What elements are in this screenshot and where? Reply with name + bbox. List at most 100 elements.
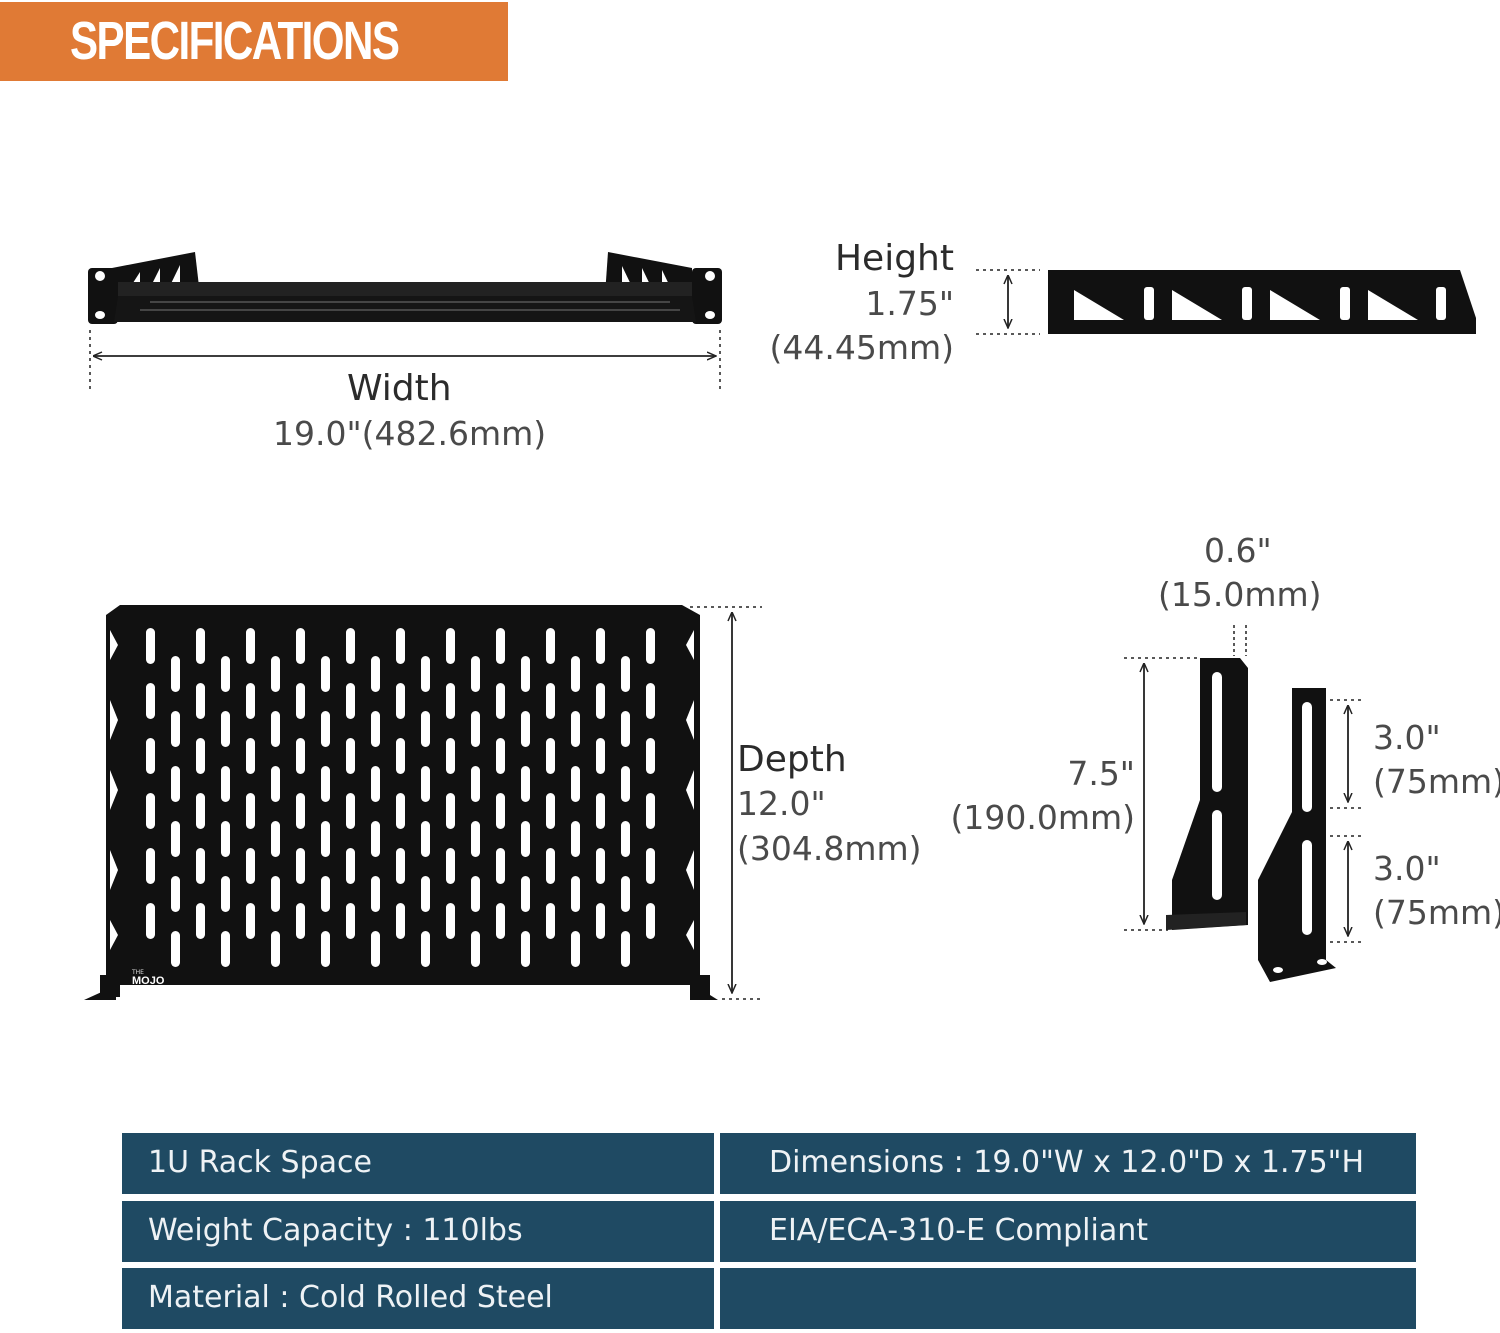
logo-brand: MOJO xyxy=(132,975,165,987)
spec-text: Material : Cold Rolled Steel xyxy=(148,1280,553,1315)
vent-slot xyxy=(596,738,605,774)
vent-slot xyxy=(246,683,255,719)
height-label: Height xyxy=(834,238,954,279)
vent-slot xyxy=(521,821,530,857)
vent-slot xyxy=(196,903,205,939)
spec-text: Weight Capacity : 110lbs xyxy=(148,1213,523,1248)
vent-slot xyxy=(246,628,255,664)
vent-slot xyxy=(321,766,330,802)
vent-slot xyxy=(246,738,255,774)
depth-label: Depth xyxy=(737,739,847,780)
vent-slot xyxy=(646,683,655,719)
vent-slot xyxy=(496,628,505,664)
vent-slot xyxy=(621,766,630,802)
vent-slot xyxy=(621,821,630,857)
vent-slot xyxy=(221,931,230,967)
vent-slot xyxy=(171,821,180,857)
vent-slot xyxy=(196,848,205,884)
vent-slot xyxy=(271,711,280,747)
vent-slot xyxy=(171,931,180,967)
bracket-thickness-in: 0.6" xyxy=(1204,531,1272,570)
vent-slot xyxy=(321,876,330,912)
vent-slot xyxy=(396,793,405,829)
vent-slot xyxy=(396,848,405,884)
vent-slot xyxy=(471,876,480,912)
vent-slot xyxy=(296,683,305,719)
vent-slot xyxy=(296,848,305,884)
depth-value-in: 12.0" xyxy=(737,784,826,823)
vent-slot xyxy=(271,656,280,692)
vent-slot xyxy=(196,628,205,664)
vent-slot xyxy=(321,821,330,857)
vent-slot xyxy=(571,876,580,912)
bracket-height-in: 7.5" xyxy=(1067,754,1135,793)
vent-slot xyxy=(271,821,280,857)
vent-slot xyxy=(596,848,605,884)
vent-slot xyxy=(171,766,180,802)
vent-slot xyxy=(221,876,230,912)
slot-upper-mm: (75mm) xyxy=(1373,762,1500,801)
spec-cell: Weight Capacity : 110lbs xyxy=(122,1201,714,1262)
vent-slot xyxy=(521,766,530,802)
vent-slot xyxy=(546,903,555,939)
vent-slot xyxy=(246,903,255,939)
vent-slot xyxy=(346,793,355,829)
vent-slot xyxy=(421,711,430,747)
depth-value-mm: (304.8mm) xyxy=(737,829,922,868)
width-label: Width xyxy=(347,368,452,409)
mojo-logo: THE MOJO xyxy=(132,970,164,987)
shelf-top-view xyxy=(84,605,718,1000)
spec-cell xyxy=(720,1268,1416,1329)
vent-slot xyxy=(396,903,405,939)
vent-slot xyxy=(296,903,305,939)
vent-slot xyxy=(421,931,430,967)
vent-slot xyxy=(421,821,430,857)
spec-text: Dimensions : 19.0"W x 12.0"D x 1.75"H xyxy=(769,1145,1365,1180)
vent-slot xyxy=(496,683,505,719)
vent-slot xyxy=(496,848,505,884)
vent-slot xyxy=(246,848,255,884)
vent-slot xyxy=(496,793,505,829)
vent-slot xyxy=(471,766,480,802)
vent-slot xyxy=(546,848,555,884)
vent-slot xyxy=(596,683,605,719)
vent-slot xyxy=(346,683,355,719)
vent-slot xyxy=(596,628,605,664)
vent-slot xyxy=(346,848,355,884)
vent-slot xyxy=(471,656,480,692)
vent-slot xyxy=(146,683,155,719)
vent-slot xyxy=(446,738,455,774)
vent-slot xyxy=(146,848,155,884)
spec-text: 1U Rack Space xyxy=(148,1145,372,1180)
vent-slot xyxy=(621,711,630,747)
vent-slot xyxy=(346,903,355,939)
vent-slot xyxy=(246,793,255,829)
vent-slot xyxy=(146,903,155,939)
vent-slot xyxy=(446,848,455,884)
vent-slot xyxy=(371,821,380,857)
height-value-mm: (44.45mm) xyxy=(769,328,954,367)
bracket-height-mm: (190.0mm) xyxy=(950,798,1135,837)
specifications-banner: SPECIFICATIONS xyxy=(0,2,508,81)
height-value-in: 1.75" xyxy=(865,284,954,323)
vent-slot xyxy=(521,876,530,912)
vent-slot xyxy=(471,931,480,967)
slot-upper-in: 3.0" xyxy=(1373,718,1441,757)
vent-slot xyxy=(646,628,655,664)
vent-slot xyxy=(171,711,180,747)
vent-slot xyxy=(596,793,605,829)
vent-slot xyxy=(571,711,580,747)
vent-slot xyxy=(646,738,655,774)
vent-slot xyxy=(221,766,230,802)
vent-slot xyxy=(146,793,155,829)
vent-slot xyxy=(171,656,180,692)
width-value: 19.0"(482.6mm) xyxy=(273,414,547,453)
mounting-brackets xyxy=(1166,658,1336,982)
vent-slot xyxy=(221,711,230,747)
vent-slot xyxy=(421,766,430,802)
vent-slot xyxy=(446,793,455,829)
vent-slot xyxy=(446,683,455,719)
vent-slot xyxy=(546,793,555,829)
vent-slot xyxy=(621,876,630,912)
